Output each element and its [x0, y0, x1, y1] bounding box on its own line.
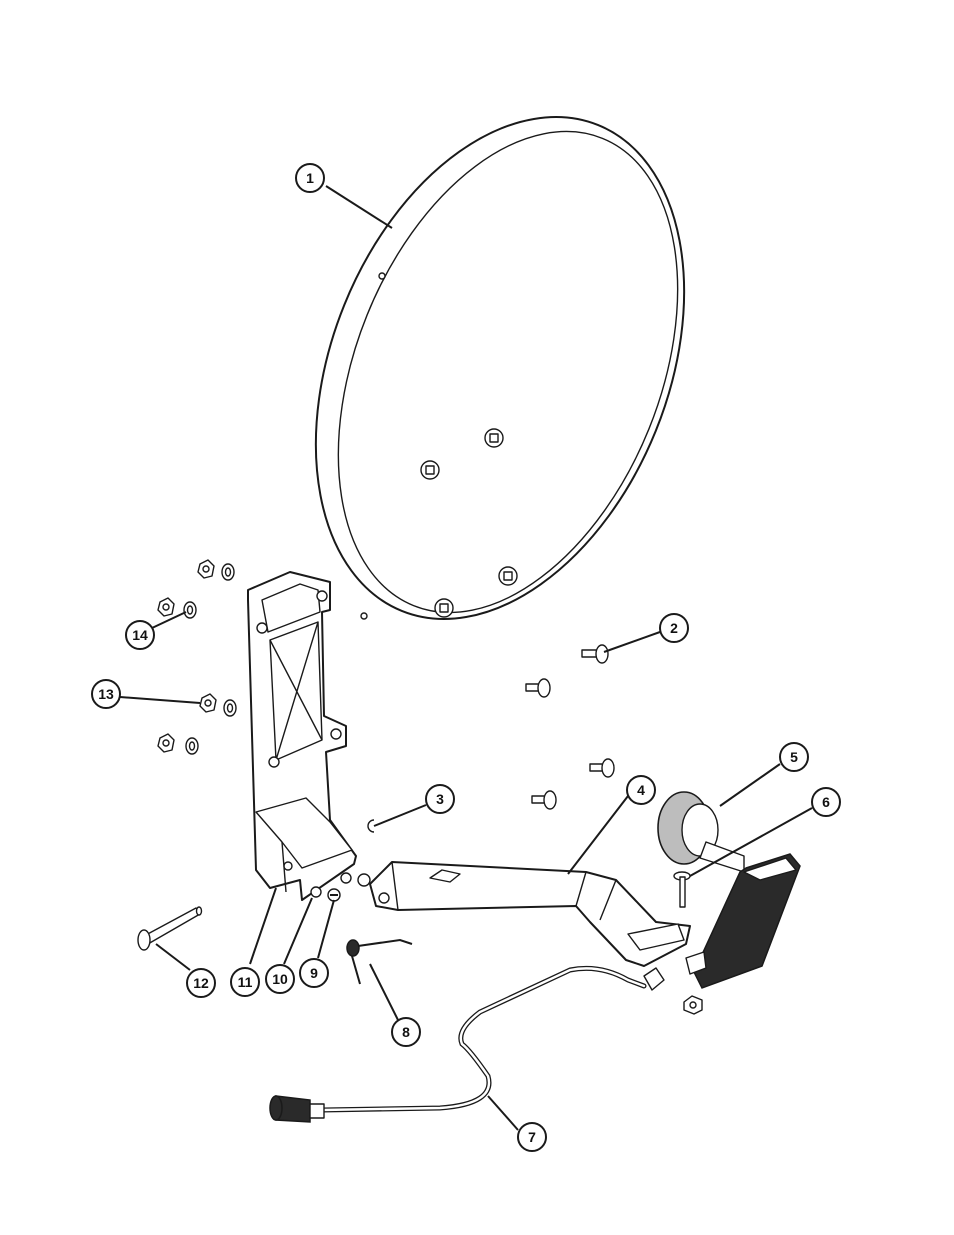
hex-nut [198, 560, 214, 578]
dish-mount-hole [485, 429, 503, 447]
svg-text:9: 9 [310, 965, 318, 981]
nut-and-washer-set [158, 560, 236, 754]
retaining-clip [368, 820, 374, 832]
carriage-bolt [532, 791, 556, 809]
svg-text:2: 2 [670, 620, 678, 636]
flat-washer [184, 602, 196, 618]
callout-11: 11 [231, 968, 259, 996]
svg-text:8: 8 [402, 1024, 410, 1040]
callout-1: 1 [296, 164, 324, 192]
callout-9: 9 [300, 959, 328, 987]
callout-2: 2 [660, 614, 688, 642]
svg-text:5: 5 [790, 749, 798, 765]
svg-text:14: 14 [132, 627, 148, 643]
hex-nut [684, 996, 702, 1014]
callout-8: 8 [392, 1018, 420, 1046]
svg-text:4: 4 [637, 782, 645, 798]
hex-nut [158, 598, 174, 616]
flat-washer [224, 700, 236, 716]
washer [311, 887, 321, 897]
callout-12: 12 [187, 969, 215, 997]
hex-nut [200, 694, 216, 712]
pivot-pin [138, 907, 202, 950]
screw [328, 889, 340, 901]
carriage-bolt-set [526, 645, 614, 809]
flat-washer [222, 564, 234, 580]
callout-6: 6 [812, 788, 840, 816]
svg-text:10: 10 [272, 971, 288, 987]
svg-text:3: 3 [436, 791, 444, 807]
callout-7: 7 [518, 1123, 546, 1151]
washer [341, 873, 351, 883]
svg-text:6: 6 [822, 794, 830, 810]
hex-nut [158, 734, 174, 752]
carriage-bolt [582, 645, 608, 663]
svg-text:11: 11 [238, 974, 253, 990]
feed-arm [370, 862, 690, 966]
lnb-screw [674, 872, 690, 907]
flat-washer [186, 738, 198, 754]
coax-cable [270, 968, 664, 1122]
carriage-bolt [526, 679, 550, 697]
carriage-bolt [590, 759, 614, 777]
mount-bracket [248, 572, 356, 900]
cable-connector [270, 1096, 324, 1122]
callout-14: 14 [126, 621, 154, 649]
svg-text:7: 7 [528, 1129, 536, 1145]
dish-mount-hole [435, 599, 453, 617]
callout-10: 10 [266, 965, 294, 993]
svg-text:13: 13 [98, 686, 114, 702]
lnb-block [684, 854, 800, 1014]
callout-3: 3 [426, 785, 454, 813]
callout-4: 4 [627, 776, 655, 804]
dish-mount-hole [421, 461, 439, 479]
callout-13: 13 [92, 680, 120, 708]
dish-mount-hole [499, 567, 517, 585]
screw [358, 874, 370, 886]
callout-5: 5 [780, 743, 808, 771]
torsion-spring [347, 940, 412, 984]
svg-text:12: 12 [193, 975, 209, 991]
svg-text:1: 1 [306, 170, 314, 186]
feed-horn [658, 792, 744, 872]
